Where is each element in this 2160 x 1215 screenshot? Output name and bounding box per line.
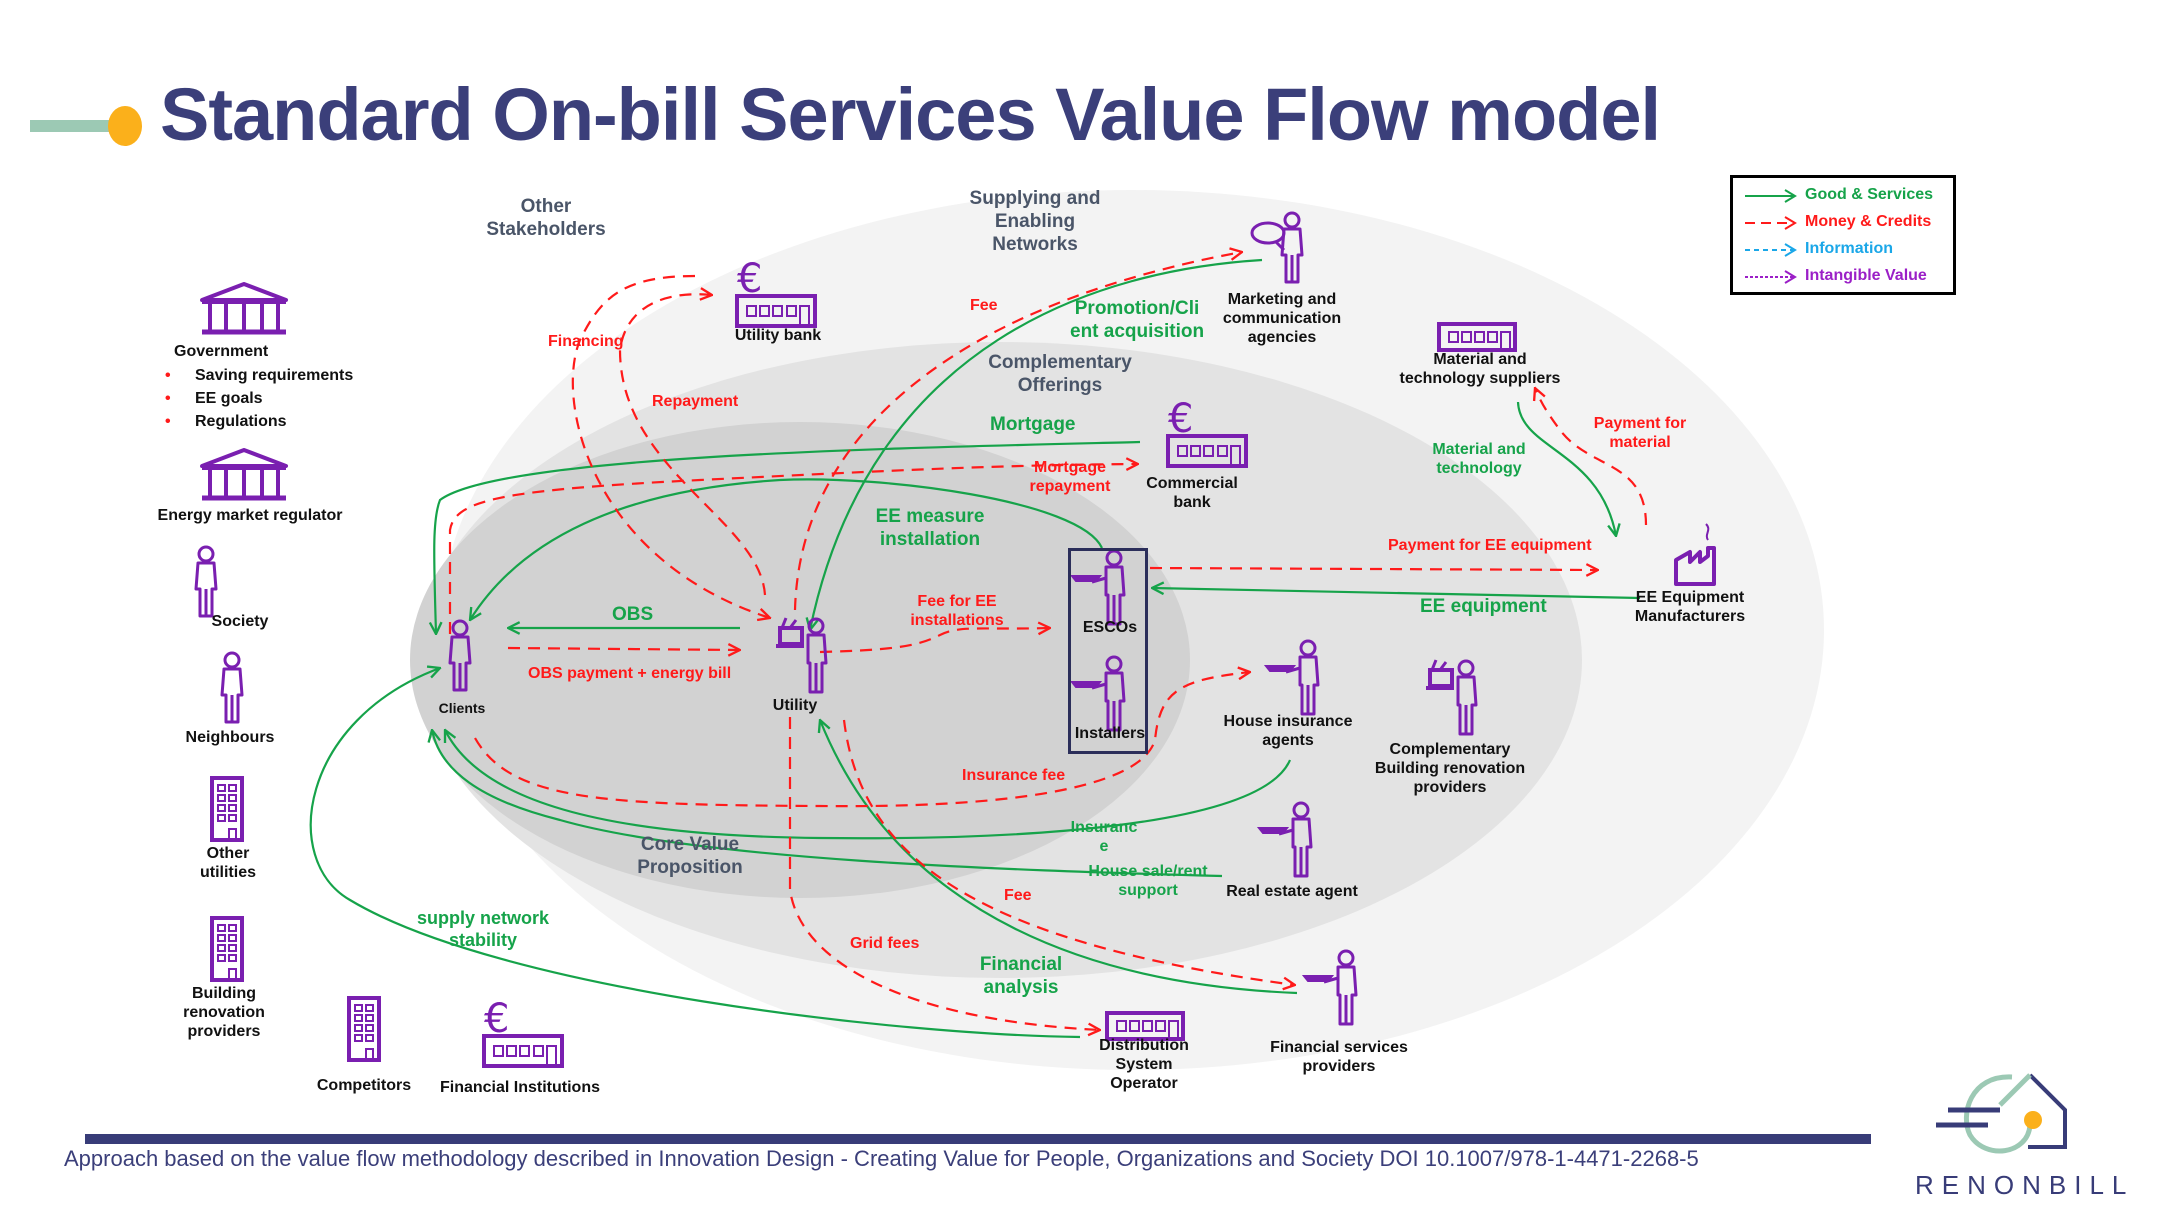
legend: Good & Services Money & Credits Informat… (1730, 175, 1956, 295)
flow-label-obs: OBS (612, 604, 654, 625)
flow-label-payment-ee-equipment: Payment for EE equipment (1388, 537, 1592, 554)
list-item: •Regulations (165, 413, 287, 430)
flow-supply-stability (309, 668, 1081, 1039)
energy-regulator-icon (202, 450, 286, 498)
other-utilities-icon (210, 776, 244, 842)
flow-label-fee-financial: Fee (1004, 887, 1032, 904)
flow-insurance (445, 730, 1292, 840)
flow-label-fee-marketing: Fee (970, 297, 998, 314)
flow-label-ee-equipment: EE equipment (1420, 596, 1547, 617)
core-ring (410, 422, 1190, 898)
flow-mortgage-repayment (448, 464, 1138, 634)
legend-item-intangible: Intangible Value (1743, 265, 1953, 291)
renonbill-logo-icon (1936, 1073, 2067, 1154)
flow-financing-to-client (571, 274, 770, 618)
neighbours-icon (220, 651, 244, 724)
flow-promotion (810, 258, 1263, 630)
flow-ee-measure (470, 478, 1103, 620)
flow-mortgage (434, 440, 1141, 634)
flow-repayment (618, 294, 767, 596)
short-dashed-arrow-icon (1745, 243, 1797, 257)
dotted-arrow-icon (1745, 270, 1797, 284)
flow-house-sale (432, 730, 1223, 878)
flow-material-tech (1516, 401, 1616, 536)
energy-regulator-label: Energy market regulator (157, 507, 343, 524)
building-renovation-icon (210, 916, 244, 982)
financial-institutions-icon (482, 994, 564, 1068)
society-icon (194, 545, 218, 618)
flow-label-mortgage: Mortgage (990, 414, 1076, 435)
government-icon (202, 284, 286, 332)
ee-manufacturer-icon (1674, 523, 1716, 586)
title-accent-line (30, 120, 130, 132)
page-title: Standard On-bill Services Value Flow mod… (160, 73, 1661, 156)
neighbours-label: Neighbours (185, 729, 275, 746)
financial-institutions-label: Financial Institutions (439, 1079, 600, 1096)
flow-label-repayment: Repayment (652, 393, 739, 410)
flow-ee-equipment (1152, 588, 1641, 600)
footer-divider (85, 1134, 1871, 1144)
title-accent-dot (108, 106, 142, 146)
footer-citation: Approach based on the value flow methodo… (64, 1146, 1699, 1171)
flow-fee-financial (842, 719, 1295, 985)
dashed-arrow-icon (1745, 216, 1797, 230)
competitors-icon (347, 996, 381, 1062)
legend-item-information: Information (1743, 238, 1953, 264)
list-item: •Saving requirements (165, 367, 354, 384)
legend-item-goods: Good & Services (1743, 184, 1953, 210)
logo-text: RENONBILL (1915, 1170, 2135, 1200)
clients-label: Clients (438, 700, 486, 716)
flow-payment-material (1535, 388, 1648, 526)
government-label: Government (174, 343, 269, 360)
flow-fee-ee (819, 628, 1050, 654)
real-estate-label: Real estate agent (1226, 883, 1358, 900)
flow-label-financing: Financing (548, 333, 624, 350)
society-label: Society (211, 613, 269, 630)
flow-insurance-fee (474, 672, 1250, 808)
utility-bank-label: Utility bank (734, 327, 822, 344)
flow-label-insurance-fee: Insurance fee (962, 767, 1066, 784)
marketing-agency-icon (1250, 211, 1304, 284)
solid-arrow-icon (1745, 189, 1797, 203)
flow-label-grid-fees: Grid fees (850, 935, 920, 952)
government-requirements-list: •Saving requirements •EE goals •Regulati… (155, 364, 353, 433)
flow-label-obs-payment: OBS payment + energy bill (528, 665, 732, 682)
flow-financial-analysis (820, 720, 1298, 995)
escos-label: ESCOs (1082, 619, 1138, 636)
legend-item-money: Money & Credits (1743, 211, 1953, 237)
competitors-label: Competitors (316, 1077, 412, 1094)
list-item: •EE goals (165, 390, 263, 407)
installers-label: Installers (1074, 725, 1146, 742)
flow-payment-ee-equipment (1149, 568, 1598, 570)
escos-installers-group (1068, 548, 1148, 754)
utility-label: Utility (772, 697, 818, 714)
